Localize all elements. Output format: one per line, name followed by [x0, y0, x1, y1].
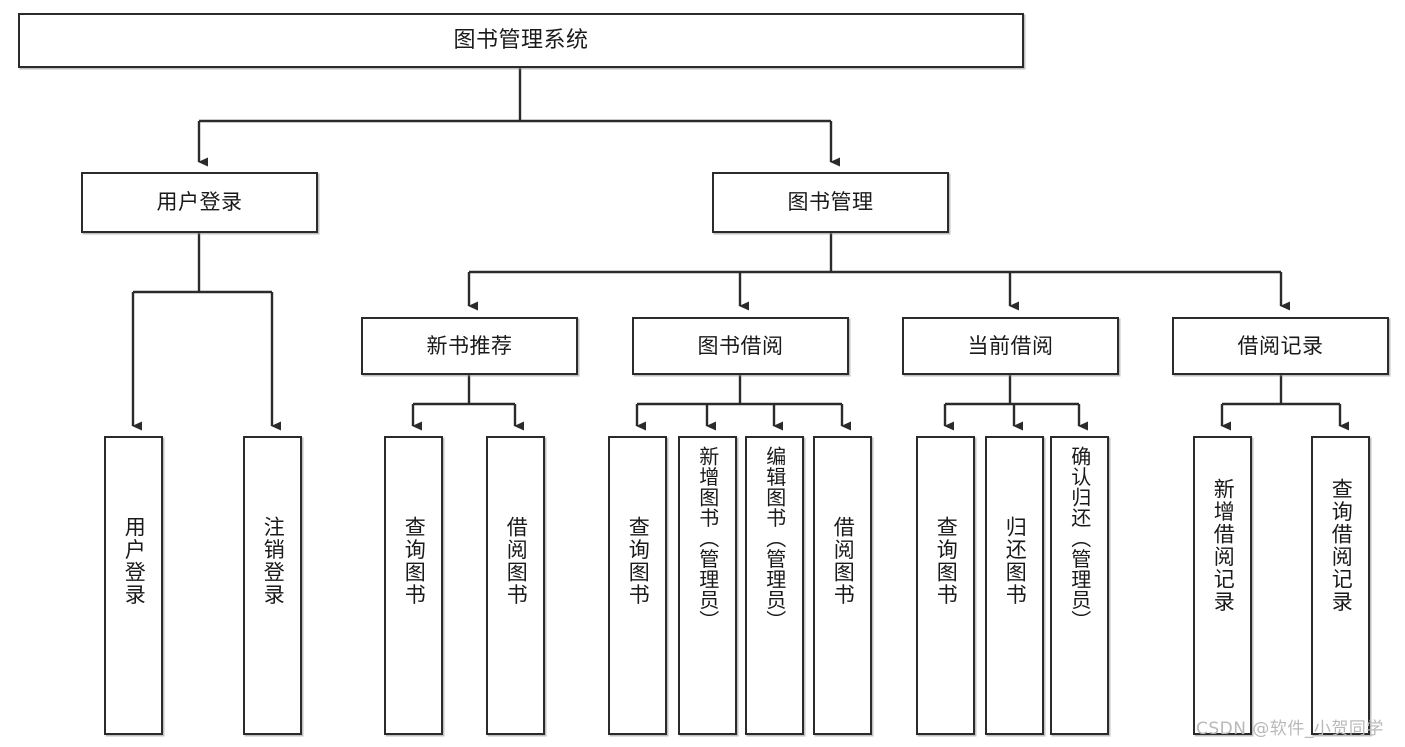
node-leaf-borrow-book-2[interactable]: 借阅图书 [813, 436, 872, 735]
node-label: 注销登录 [261, 516, 286, 606]
node-label: 用户登录 [156, 190, 243, 215]
node-label: 借阅图书 [831, 516, 856, 606]
node-leaf-query-book-1[interactable]: 查询图书 [384, 436, 443, 735]
node-leaf-confirm-return[interactable]: 确认归还（管理员） [1050, 436, 1109, 735]
node-label: 借阅图书 [504, 516, 529, 606]
node-label: 查询图书 [402, 516, 427, 606]
node-label: 查询借阅记录 [1329, 478, 1354, 613]
node-label: 图书管理 [787, 190, 874, 215]
node-leaf-add-record[interactable]: 新增借阅记录 [1193, 436, 1252, 735]
node-leaf-logout-login[interactable]: 注销登录 [243, 436, 302, 735]
node-label: 图书管理系统 [453, 27, 589, 53]
node-label: 当前借阅 [967, 333, 1054, 358]
node-label: 查询图书 [934, 516, 959, 606]
node-label: 借阅记录 [1237, 333, 1324, 358]
node-label: 编辑图书（管理员） [762, 446, 787, 631]
node-leaf-return-book[interactable]: 归还图书 [985, 436, 1044, 735]
csdn-watermark: CSDN @软件_小贺同学 [1196, 719, 1384, 739]
node-label: 新增图书（管理员） [695, 446, 720, 631]
node-new-book-recommend[interactable]: 新书推荐 [361, 317, 578, 375]
node-leaf-add-book[interactable]: 新增图书（管理员） [678, 436, 737, 735]
node-leaf-query-record[interactable]: 查询借阅记录 [1311, 436, 1370, 735]
node-leaf-borrow-book-1[interactable]: 借阅图书 [486, 436, 545, 735]
node-leaf-user-login[interactable]: 用户登录 [104, 436, 163, 735]
node-label: 新增借阅记录 [1211, 478, 1236, 613]
node-label: 新书推荐 [426, 333, 513, 358]
node-current-borrow[interactable]: 当前借阅 [902, 317, 1119, 375]
node-label: 归还图书 [1003, 516, 1028, 606]
node-user-login[interactable]: 用户登录 [81, 172, 318, 233]
node-label: 查询图书 [626, 516, 651, 606]
node-leaf-edit-book[interactable]: 编辑图书（管理员） [745, 436, 804, 735]
node-label: 用户登录 [122, 516, 147, 606]
node-leaf-query-book-3[interactable]: 查询图书 [916, 436, 975, 735]
node-root-system[interactable]: 图书管理系统 [18, 13, 1024, 68]
node-book-borrow[interactable]: 图书借阅 [632, 317, 849, 375]
node-label: 确认归还（管理员） [1067, 446, 1092, 631]
node-leaf-query-book-2[interactable]: 查询图书 [608, 436, 667, 735]
node-label: 图书借阅 [697, 333, 784, 358]
node-borrow-record[interactable]: 借阅记录 [1172, 317, 1389, 375]
node-book-manage[interactable]: 图书管理 [712, 172, 949, 233]
